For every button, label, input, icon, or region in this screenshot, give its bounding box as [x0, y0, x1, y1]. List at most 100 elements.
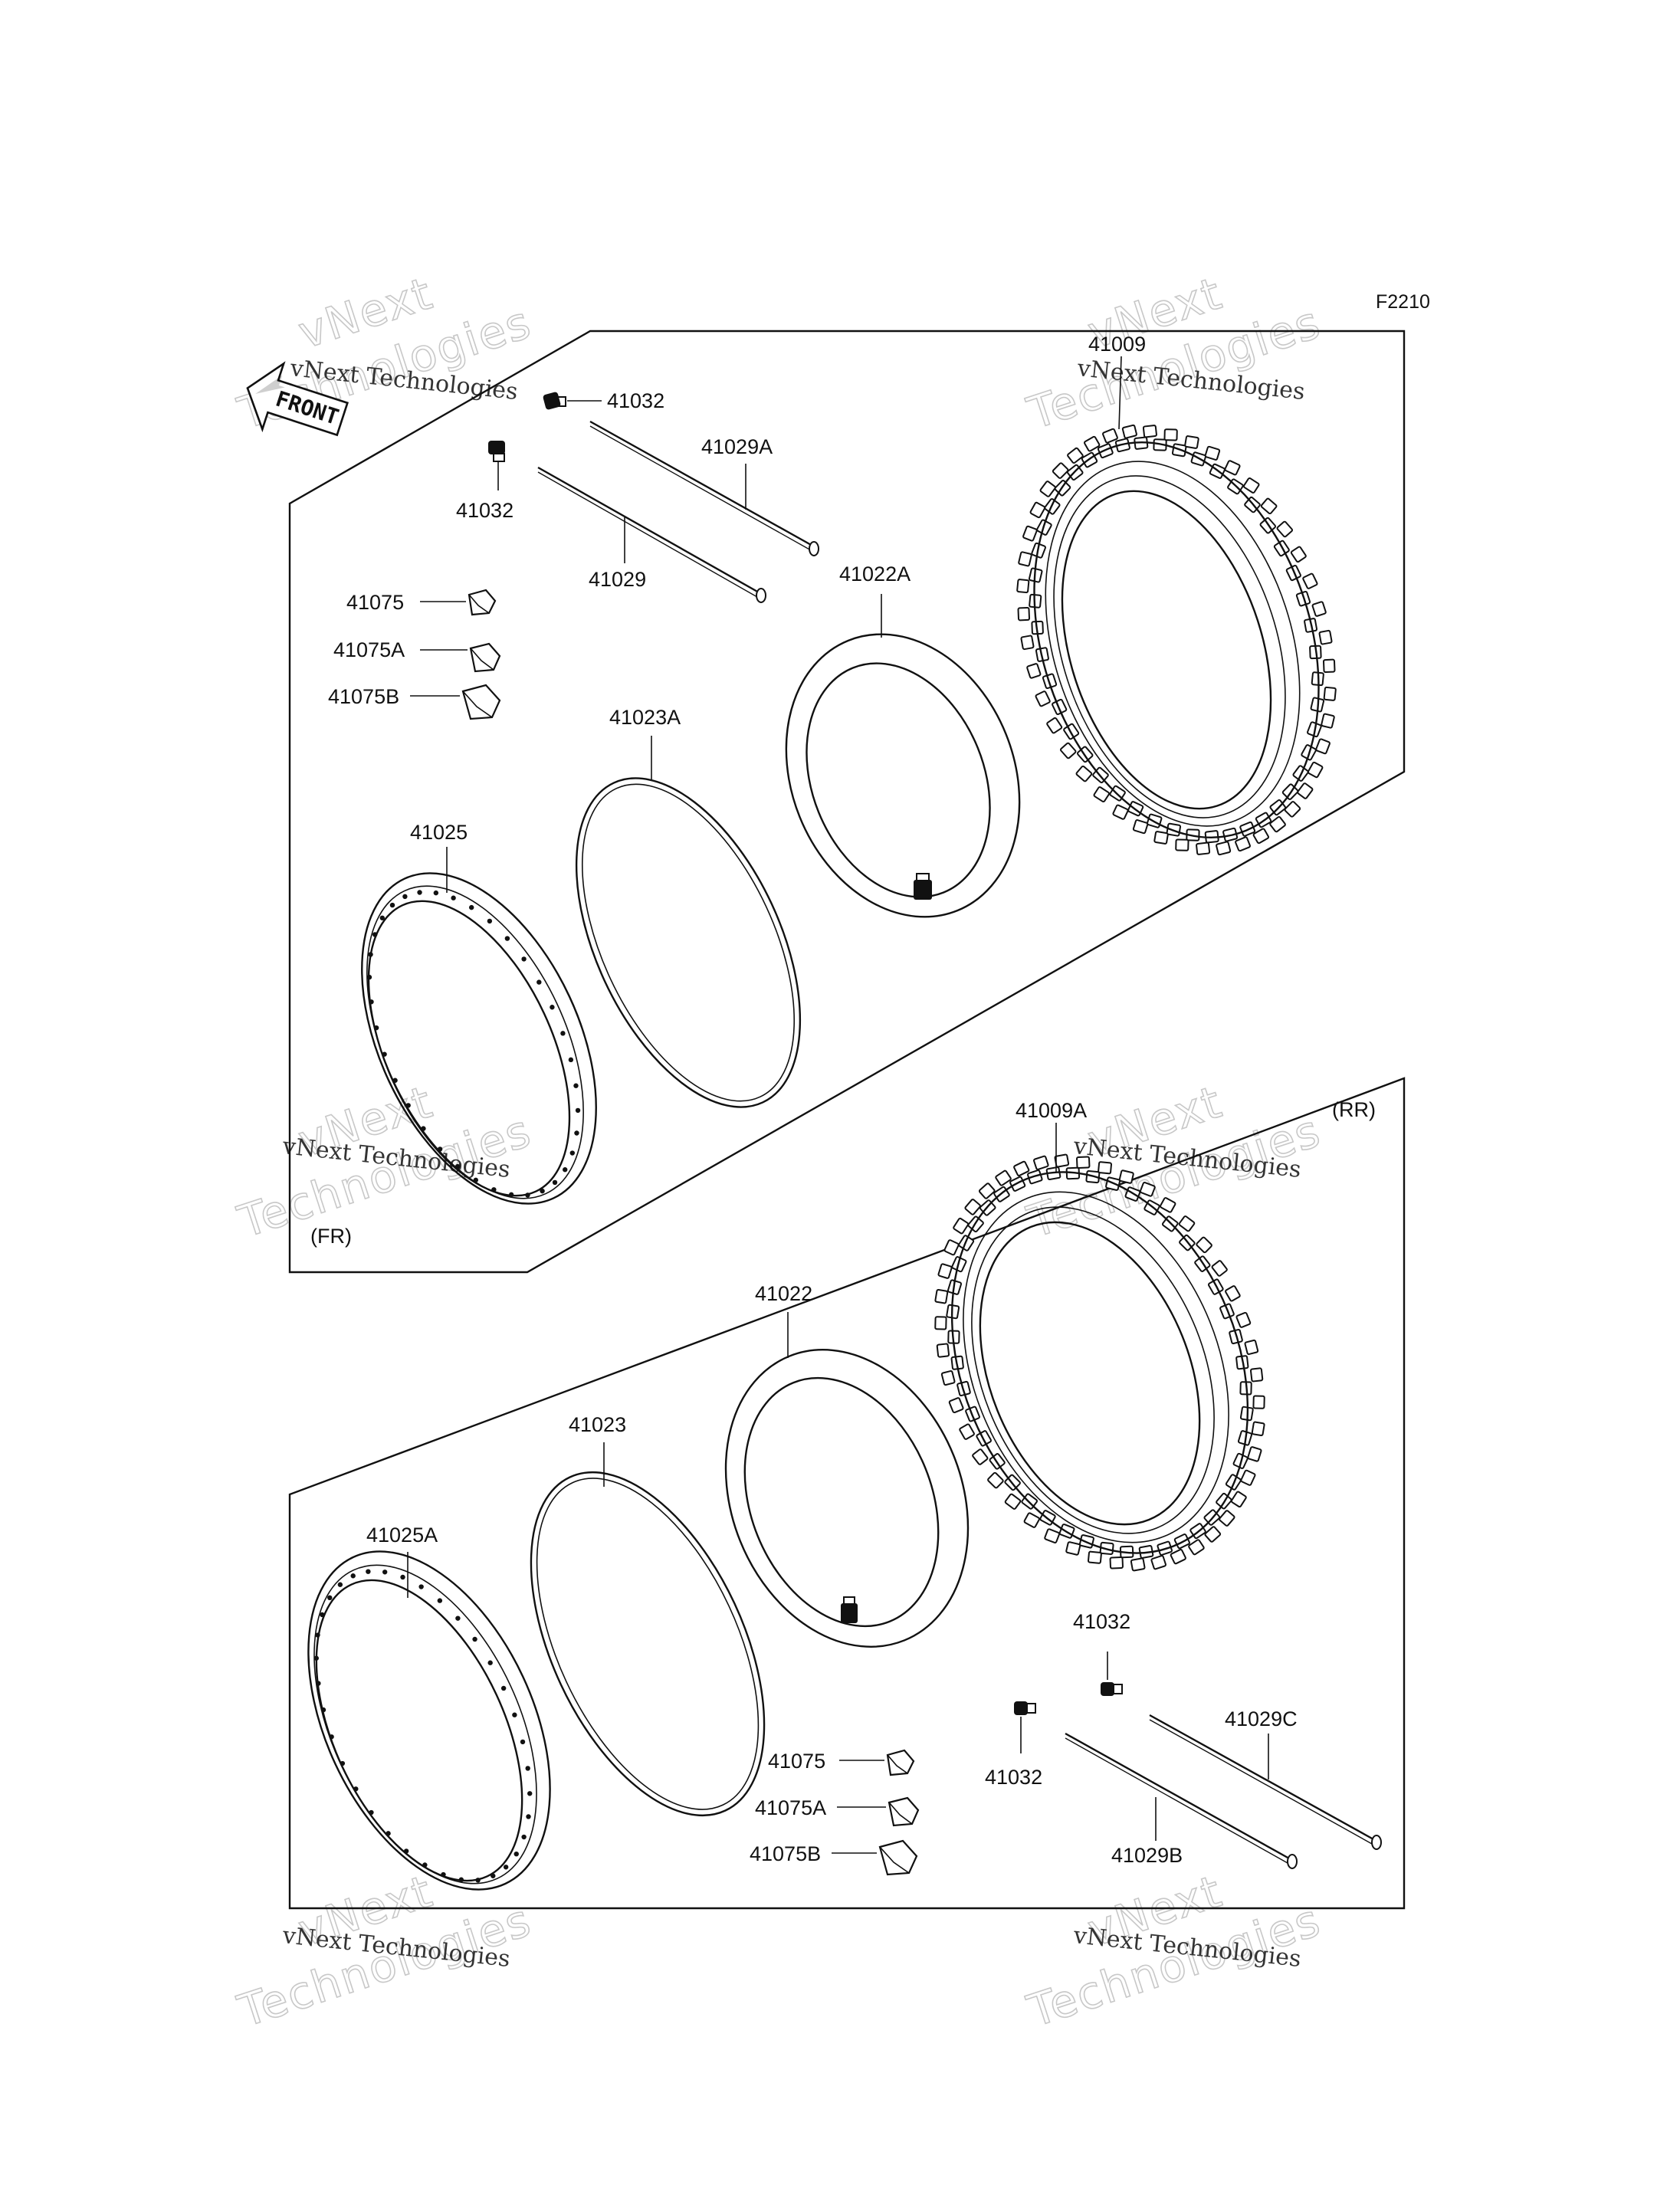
tread-block: [1018, 551, 1032, 567]
tread-block: [940, 1369, 956, 1386]
spoke-hole: [392, 1078, 398, 1083]
tread-block: [936, 1343, 950, 1358]
spoke-hole: [503, 1865, 509, 1870]
valve-cap-41075-b: [886, 1749, 915, 1776]
tread-block: [1076, 1156, 1091, 1169]
tread-block: [1163, 428, 1178, 441]
spoke-hole: [454, 1163, 461, 1169]
tread-block: [1139, 1182, 1156, 1197]
tube-41022A: [785, 633, 1021, 918]
tread-block: [1323, 686, 1337, 701]
tread-block: [934, 1288, 949, 1304]
rear-section-frame: [288, 1077, 1406, 1910]
spoke-hole: [468, 904, 474, 910]
rim-band-41023A: [575, 777, 802, 1108]
tube-valve-icon: [914, 880, 932, 900]
tread-block: [1067, 447, 1084, 464]
spoke-hole: [372, 932, 378, 937]
tread-block: [1112, 804, 1129, 820]
tread-block: [1013, 1160, 1030, 1176]
spoke-hole: [433, 890, 439, 896]
spoke-hole: [487, 918, 493, 924]
spoke-hole: [540, 1188, 545, 1194]
tread-block: [1130, 1557, 1146, 1572]
spoke-hole: [458, 1877, 464, 1882]
tread-block: [953, 1217, 970, 1235]
valve-cap-41075B-a: [461, 684, 501, 720]
spoke-hole: [512, 1712, 517, 1717]
spoke-hole: [575, 1107, 581, 1114]
rim-41025A: [307, 1550, 551, 1891]
watermark-bottom-right: vNext Technologies vNext Technologies: [1021, 1864, 1328, 2038]
valve-nut-41032-b: [488, 441, 505, 462]
tread-block: [1321, 713, 1335, 729]
tread-block: [1121, 424, 1137, 439]
label-41023: 41023: [569, 1413, 626, 1436]
spoke-hole: [368, 952, 373, 957]
tread-block: [1102, 428, 1118, 444]
label-41009: 41009: [1088, 333, 1146, 356]
tread-block: [1175, 838, 1189, 851]
spoke-hole: [316, 1681, 321, 1686]
label-41025A: 41025A: [366, 1524, 438, 1547]
spoke-hole: [504, 936, 510, 941]
tread-block: [1026, 663, 1042, 679]
spoke-hole: [574, 1130, 579, 1136]
tread-block: [1311, 601, 1327, 617]
spoke-hole: [552, 1179, 558, 1186]
tube-valve-icon: [841, 1603, 858, 1623]
tread-block: [1252, 1395, 1265, 1409]
tread-block: [1225, 1285, 1241, 1302]
spoke-hole: [521, 1834, 527, 1840]
tread-block: [1016, 579, 1030, 594]
tread-block: [964, 1199, 981, 1215]
spoke-hole: [455, 1615, 461, 1621]
label-41025: 41025: [410, 821, 468, 844]
tread-block: [948, 1397, 964, 1414]
tread-block: [1017, 606, 1030, 622]
rim-41025: [361, 872, 597, 1205]
tread-block: [1188, 1539, 1205, 1556]
spoke-hole: [403, 1848, 409, 1854]
tread-block: [995, 1169, 1012, 1186]
spoke-41029B: [1065, 1732, 1298, 1869]
spoke-41029: [537, 466, 766, 603]
tread-block: [1196, 1236, 1212, 1254]
tread-block: [1260, 497, 1278, 515]
tread-block: [943, 1239, 960, 1256]
spoke-hole: [350, 1573, 356, 1579]
label-41075A-b: 41075A: [755, 1796, 826, 1819]
tread-block: [1150, 1555, 1166, 1570]
tread-block: [1075, 765, 1093, 782]
spoke-hole: [437, 1598, 443, 1603]
tread-block: [1132, 819, 1149, 835]
spoke-hole: [560, 1031, 566, 1036]
tread-block: [1033, 1155, 1049, 1170]
spoke-hole: [320, 1612, 325, 1618]
spoke-hole: [569, 1150, 575, 1156]
spoke-hole: [313, 1655, 319, 1661]
spoke-hole: [491, 1873, 496, 1878]
spoke-hole: [400, 1574, 405, 1580]
tread-block: [1004, 1493, 1022, 1510]
tread-block: [1093, 786, 1111, 802]
tread-block: [1204, 445, 1221, 461]
tread-block: [1216, 841, 1232, 856]
label-41029: 41029: [589, 568, 646, 591]
valve-cap-41075A-a: [469, 642, 501, 673]
spoke-hole: [389, 902, 395, 908]
leader-41009: [1118, 356, 1122, 430]
spoke-hole: [421, 1126, 426, 1131]
label-41022A: 41022A: [839, 563, 911, 586]
label-41029C: 41029C: [1225, 1707, 1298, 1730]
spoke-hole: [417, 890, 422, 895]
spoke-hole: [366, 1569, 371, 1574]
label-41032-d: 41032: [985, 1766, 1042, 1789]
tread-block: [1247, 1446, 1262, 1462]
tread-block: [1178, 1215, 1196, 1232]
tread-block: [1039, 481, 1056, 497]
valve-cap-41075B-b: [878, 1839, 918, 1876]
tread-block: [1307, 761, 1324, 779]
tread-block: [1297, 782, 1314, 799]
tread-block: [1087, 1550, 1102, 1564]
